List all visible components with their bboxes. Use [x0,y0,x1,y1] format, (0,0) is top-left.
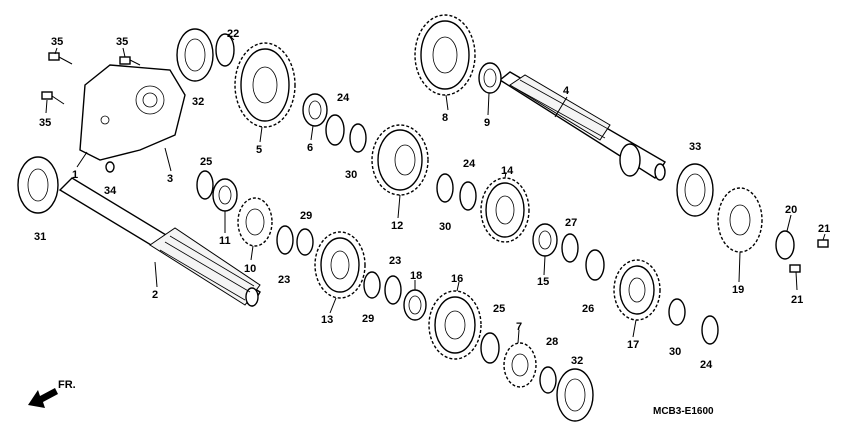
callout-6: 6 [307,142,313,154]
bearing-part-31 [17,156,59,214]
gear-part-7 [503,342,537,388]
bushing-part-9 [478,62,502,94]
callout-4: 4 [563,85,570,97]
callout-12: 12 [391,220,403,232]
callout-26: 26 [582,303,594,315]
bushing-part-6 [302,93,328,127]
callout-30-b: 30 [439,221,451,233]
gear-part-10 [237,197,273,247]
callout-25-b: 25 [493,303,505,315]
mainshaft-part-4 [498,71,666,181]
callout-8: 8 [442,112,448,124]
gear-part-12 [371,124,429,196]
callout-17: 17 [627,339,639,351]
callout-22: 22 [227,28,239,40]
callout-31: 31 [34,231,46,243]
callout-20: 20 [785,204,797,216]
gear-part-16 [428,290,482,360]
callout-2: 2 [152,289,158,301]
callout-labels: 35 35 35 1 34 3 31 2 32 22 5 6 24 30 8 9… [34,28,830,371]
callout-28: 28 [546,336,558,348]
callout-29-a: 29 [300,210,312,222]
callout-24-c: 24 [700,359,713,371]
leader-lines [45,33,826,344]
callout-10: 10 [244,263,256,275]
callout-11: 11 [219,235,231,247]
countershaft-part-2 [58,177,261,307]
callout-24-a: 24 [337,92,350,104]
callout-29-b: 29 [362,313,374,325]
callout-16: 16 [451,273,463,285]
callout-23-a: 23 [278,274,290,286]
callout-34: 34 [104,185,117,197]
gear-part-13 [314,231,366,299]
callout-33: 33 [689,141,701,153]
callout-1: 1 [72,169,78,181]
diagram-code: MCB3-E1600 [653,406,714,417]
callout-15: 15 [537,276,549,288]
sprocket-part-19 [717,187,763,253]
callout-5: 5 [256,144,262,156]
front-label: FR. [58,379,76,391]
callout-13: 13 [321,314,333,326]
bearing-set-plate-part-3 [79,64,186,161]
callout-30-c: 30 [669,346,681,358]
callout-21-b: 21 [791,294,803,306]
bushing-part-15 [532,223,558,257]
bearing-part-32-bottom [556,368,594,422]
callout-27: 27 [565,217,577,229]
callout-19: 19 [732,284,744,296]
callout-21-a: 21 [818,223,830,235]
callout-7: 7 [516,321,522,333]
callout-3: 3 [167,173,173,185]
callout-25-a: 25 [200,156,212,168]
front-direction-arrow: FR. [28,379,76,408]
bolts [41,52,829,273]
gear-part-8 [414,14,476,96]
gear-part-14 [480,177,530,243]
callout-32-b: 32 [571,355,583,367]
bushing-part-18 [403,289,427,321]
bearing-part-32-top [176,28,214,82]
callout-14: 14 [501,165,514,177]
bearing-part-33 [676,163,714,217]
callout-32-a: 32 [192,96,204,108]
callout-35-a: 35 [51,36,63,48]
callout-35-b: 35 [116,36,128,48]
callout-9: 9 [484,117,490,129]
callout-30-a: 30 [345,169,357,181]
callout-18: 18 [410,270,422,282]
gear-part-5 [234,42,296,128]
bushing-part-11 [212,178,238,212]
callout-23-b: 23 [389,255,401,267]
washers-and-circlips [105,33,795,394]
gear-part-17 [613,259,661,321]
callout-35-c: 35 [39,117,51,129]
callout-24-b: 24 [463,158,476,170]
